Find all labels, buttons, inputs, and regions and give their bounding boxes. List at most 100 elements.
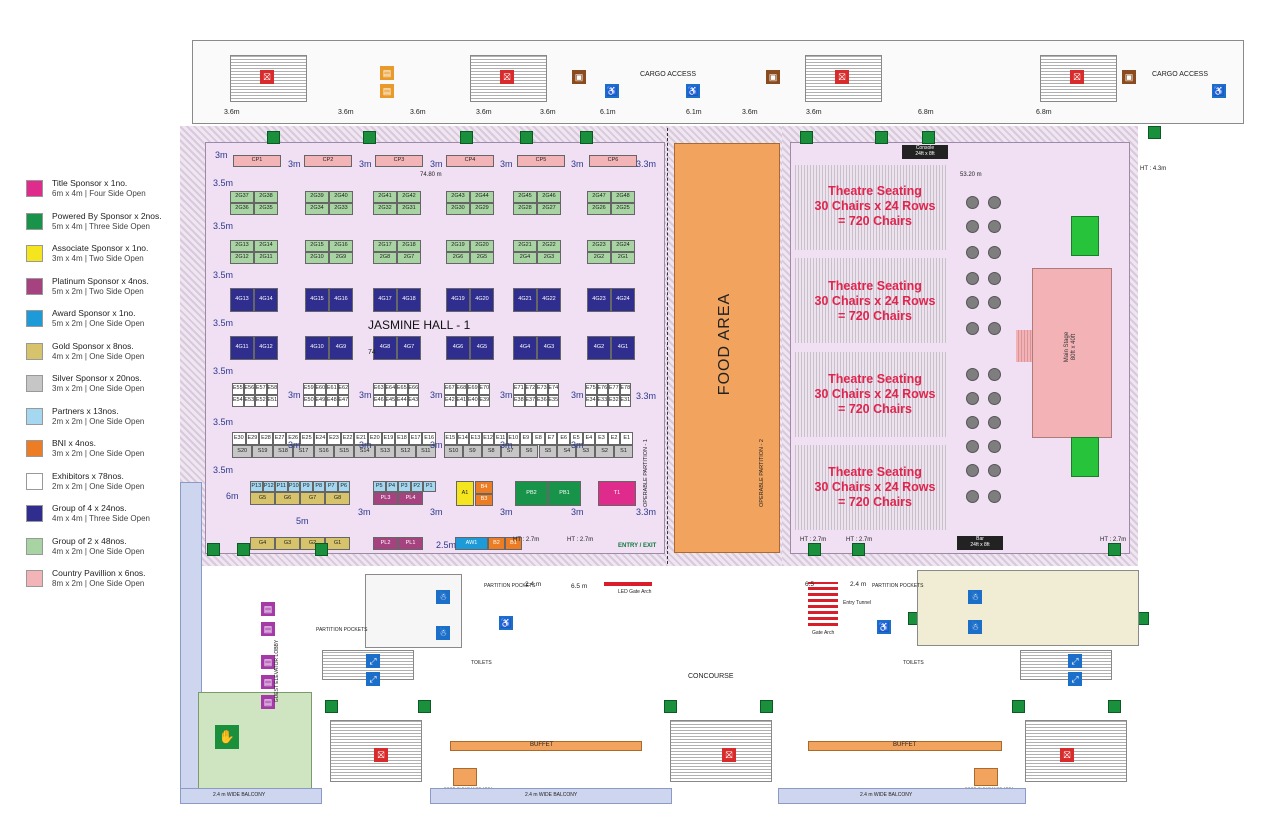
booth[interactable]: E25 xyxy=(300,432,314,445)
booth[interactable]: B3 xyxy=(475,493,493,506)
booth[interactable]: PL3 xyxy=(373,492,398,505)
booth[interactable]: E14 xyxy=(456,432,470,445)
booth[interactable]: E9 xyxy=(519,432,533,445)
booth[interactable]: E74 xyxy=(547,383,559,395)
booth[interactable]: E70 xyxy=(478,383,490,395)
booth[interactable]: E66 xyxy=(407,383,419,395)
booth[interactable]: E39 xyxy=(478,395,490,407)
booth[interactable]: 2G12 xyxy=(230,252,254,264)
booth[interactable]: S10 xyxy=(444,445,463,458)
booth[interactable]: E72 xyxy=(524,383,536,395)
booth[interactable]: S7 xyxy=(500,445,520,458)
booth[interactable]: S3 xyxy=(576,445,596,458)
booth[interactable]: 4G7 xyxy=(397,336,421,360)
booth[interactable]: 2G46 xyxy=(537,191,561,203)
booth[interactable]: 2G19 xyxy=(446,240,470,252)
booth[interactable]: E16 xyxy=(422,432,436,445)
booth[interactable]: E73 xyxy=(536,383,548,395)
booth[interactable]: E13 xyxy=(469,432,482,445)
booth[interactable]: 2G25 xyxy=(611,203,635,215)
booth[interactable]: S17 xyxy=(293,445,314,458)
booth[interactable]: 2G18 xyxy=(397,240,421,252)
booth[interactable]: 4G11 xyxy=(230,336,254,360)
booth[interactable]: S13 xyxy=(374,445,396,458)
booth[interactable]: G3 xyxy=(275,537,300,550)
booth[interactable]: S6 xyxy=(519,445,539,458)
booth[interactable]: E31 xyxy=(619,395,631,407)
booth[interactable]: S8 xyxy=(481,445,501,458)
booth[interactable]: S4 xyxy=(557,445,577,458)
booth[interactable]: E54 xyxy=(232,395,244,407)
booth[interactable]: E5 xyxy=(570,432,583,445)
booth[interactable]: 2G32 xyxy=(373,203,397,215)
booth[interactable]: PL1 xyxy=(398,537,423,550)
booth[interactable]: E7 xyxy=(544,432,558,445)
booth[interactable]: E43 xyxy=(407,395,419,407)
booth[interactable]: E15 xyxy=(444,432,457,445)
booth[interactable]: E17 xyxy=(408,432,423,445)
booth[interactable]: E78 xyxy=(619,383,631,395)
booth[interactable]: 2G1 xyxy=(611,252,635,264)
booth[interactable]: E46 xyxy=(373,395,385,407)
booth[interactable]: 2G28 xyxy=(513,203,537,215)
booth[interactable]: CP3 xyxy=(375,155,423,167)
booth[interactable]: S19 xyxy=(252,445,273,458)
booth[interactable]: T1 xyxy=(598,481,636,506)
booth[interactable]: CP6 xyxy=(589,155,637,167)
booth[interactable]: E45 xyxy=(384,395,396,407)
booth[interactable]: PB2 xyxy=(515,481,548,506)
booth[interactable]: 2G38 xyxy=(254,191,278,203)
booth[interactable]: 2G41 xyxy=(373,191,397,203)
booth[interactable]: E29 xyxy=(245,432,260,445)
booth[interactable]: 2G2 xyxy=(587,252,611,264)
booth[interactable]: E57 xyxy=(255,383,267,395)
booth[interactable]: 4G24 xyxy=(611,288,635,312)
booth[interactable]: 2G15 xyxy=(305,240,329,252)
booth[interactable]: 2G3 xyxy=(537,252,561,264)
booth[interactable]: CP1 xyxy=(233,155,281,167)
booth[interactable]: P10 xyxy=(287,481,300,492)
booth[interactable]: E63 xyxy=(373,383,385,395)
booth[interactable]: E40 xyxy=(467,395,479,407)
booth[interactable]: E23 xyxy=(327,432,341,445)
booth[interactable]: 4G2 xyxy=(587,336,611,360)
booth[interactable]: S9 xyxy=(462,445,482,458)
booth[interactable]: B1 xyxy=(505,537,522,550)
booth[interactable]: E33 xyxy=(596,395,608,407)
booth[interactable]: E19 xyxy=(381,432,396,445)
booth[interactable]: 2G6 xyxy=(446,252,470,264)
booth[interactable]: 4G22 xyxy=(537,288,561,312)
booth[interactable]: 2G4 xyxy=(513,252,537,264)
booth[interactable]: S14 xyxy=(354,445,375,458)
booth[interactable]: E55 xyxy=(232,383,244,395)
booth[interactable]: E32 xyxy=(608,395,620,407)
booth[interactable]: 4G5 xyxy=(470,336,494,360)
booth[interactable]: S18 xyxy=(272,445,294,458)
booth[interactable]: E10 xyxy=(507,432,520,445)
booth[interactable]: 2G39 xyxy=(305,191,329,203)
booth[interactable]: E71 xyxy=(513,383,525,395)
booth[interactable]: 2G24 xyxy=(611,240,635,252)
booth[interactable]: 4G20 xyxy=(470,288,494,312)
booth[interactable]: P1 xyxy=(423,481,436,492)
booth[interactable]: S20 xyxy=(232,445,253,458)
booth[interactable]: E11 xyxy=(494,432,507,445)
booth[interactable]: G7 xyxy=(300,492,325,505)
booth[interactable]: 4G16 xyxy=(329,288,353,312)
booth[interactable]: S1 xyxy=(614,445,633,458)
booth[interactable]: 4G13 xyxy=(230,288,254,312)
booth[interactable]: 4G9 xyxy=(329,336,353,360)
booth[interactable]: 4G3 xyxy=(537,336,561,360)
booth[interactable]: G8 xyxy=(325,492,350,505)
booth[interactable]: E2 xyxy=(607,432,621,445)
booth[interactable]: E4 xyxy=(582,432,596,445)
booth[interactable]: E12 xyxy=(481,432,495,445)
booth[interactable]: E1 xyxy=(620,432,633,445)
booth[interactable]: 2G21 xyxy=(513,240,537,252)
booth[interactable]: S2 xyxy=(595,445,615,458)
booth[interactable]: P9 xyxy=(300,481,313,492)
booth[interactable]: 2G48 xyxy=(611,191,635,203)
booth[interactable]: G4 xyxy=(250,537,275,550)
booth[interactable]: S16 xyxy=(313,445,334,458)
booth[interactable]: 2G29 xyxy=(470,203,494,215)
